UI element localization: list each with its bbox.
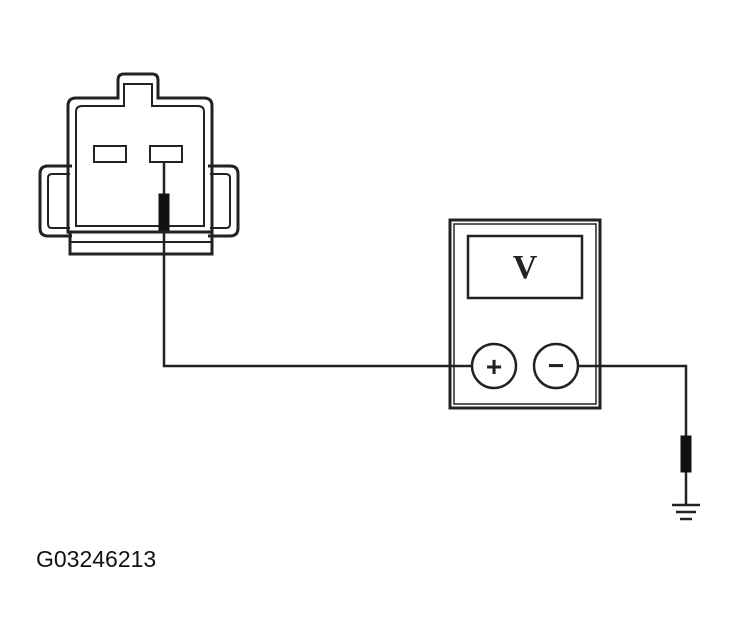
multimeter-display (466, 234, 584, 300)
ground-icon (672, 503, 700, 521)
connector (38, 72, 240, 256)
connector-right-flange-inner (210, 173, 231, 229)
connector-terminal-1 (93, 145, 127, 163)
positive-jack-label: + (486, 351, 502, 382)
connector-body-outer (66, 72, 214, 234)
negative-jack-label: − (548, 350, 564, 381)
multimeter-display-label: V (513, 249, 538, 286)
positive-jack (470, 342, 518, 390)
figure-id: G03246213 (36, 546, 157, 572)
multimeter: V + − (448, 218, 602, 410)
connector-left-flange (38, 164, 72, 238)
multimeter-body-inner (453, 223, 597, 405)
negative-probe-tip (680, 435, 692, 473)
connector-terminal-2 (149, 145, 183, 163)
connector-left-flange-inner (47, 173, 70, 229)
positive-probe-tip (158, 193, 170, 231)
negative-lead (578, 364, 692, 504)
positive-lead (158, 162, 472, 368)
multimeter-body (448, 218, 602, 410)
connector-body-inner (75, 83, 205, 227)
connector-right-flange (208, 164, 240, 238)
